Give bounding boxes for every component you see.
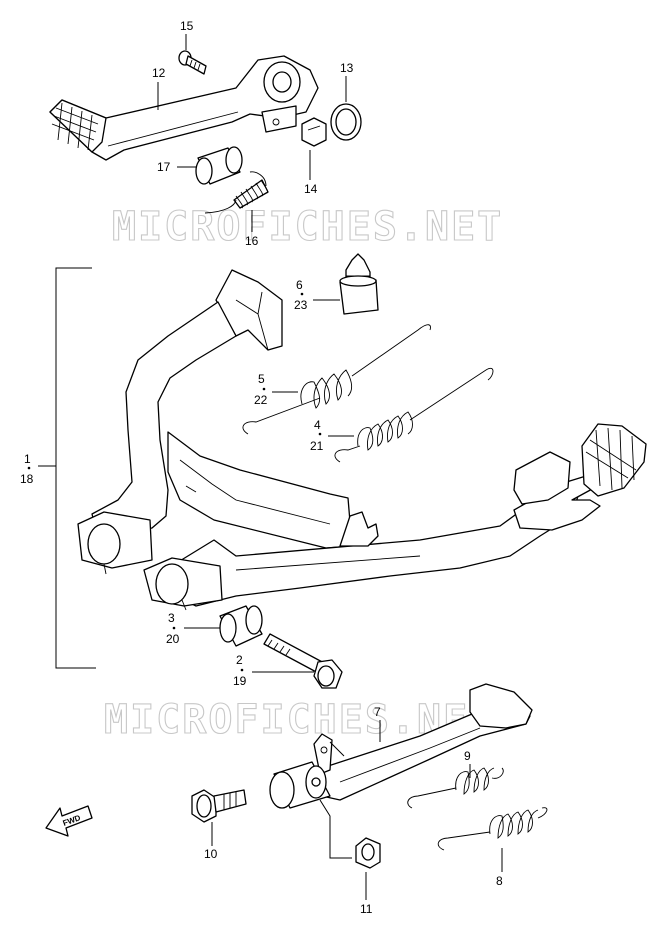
gearshift-lever — [49, 55, 319, 161]
spring-22 — [242, 324, 431, 435]
label-18: 18 — [20, 472, 34, 486]
center-stand — [77, 269, 647, 611]
label-2: 2 — [236, 653, 243, 667]
nut-11 — [355, 837, 381, 869]
label-10: 10 — [204, 847, 218, 861]
spring-8 — [437, 807, 548, 851]
label-7: 7 — [374, 705, 381, 719]
label-8: 8 — [496, 874, 503, 888]
bushing-17 — [195, 146, 243, 185]
bolt-19 — [263, 633, 343, 689]
spring-16 — [204, 171, 269, 214]
label-14: 14 — [304, 182, 318, 196]
watermark-top: MICROFICHES.NET — [112, 204, 503, 250]
bolt-10 — [191, 789, 247, 823]
label-23: 23 — [294, 298, 308, 312]
label-3: 3 — [168, 611, 175, 625]
pedal-grip-icon — [49, 99, 107, 153]
washer-13 — [330, 103, 362, 141]
label-21: 21 — [310, 439, 324, 453]
label-22: 22 — [254, 393, 268, 407]
label-9: 9 — [464, 749, 471, 763]
rubber-stopper — [339, 253, 379, 315]
fwd-arrow-icon: FWD — [45, 805, 93, 837]
label-13: 13 — [340, 61, 354, 75]
clip-14 — [301, 117, 327, 147]
spring-9 — [407, 767, 504, 809]
label-17: 17 — [157, 160, 171, 174]
bushing-20 — [219, 605, 263, 647]
label-5: 5 — [258, 372, 265, 386]
bolt-15 — [178, 50, 207, 75]
label-6: 6 — [296, 278, 303, 292]
side-stand — [269, 683, 533, 809]
label-11: 11 — [360, 902, 373, 916]
label-1: 1 — [24, 452, 31, 466]
spring-21 — [334, 368, 494, 463]
label-20: 20 — [166, 632, 180, 646]
label-16: 16 — [245, 234, 259, 248]
stand-pedal-pad-icon — [581, 423, 647, 497]
label-12: 12 — [152, 66, 166, 80]
label-15: 15 — [180, 19, 194, 33]
label-4: 4 — [314, 418, 321, 432]
label-19: 19 — [233, 674, 247, 688]
